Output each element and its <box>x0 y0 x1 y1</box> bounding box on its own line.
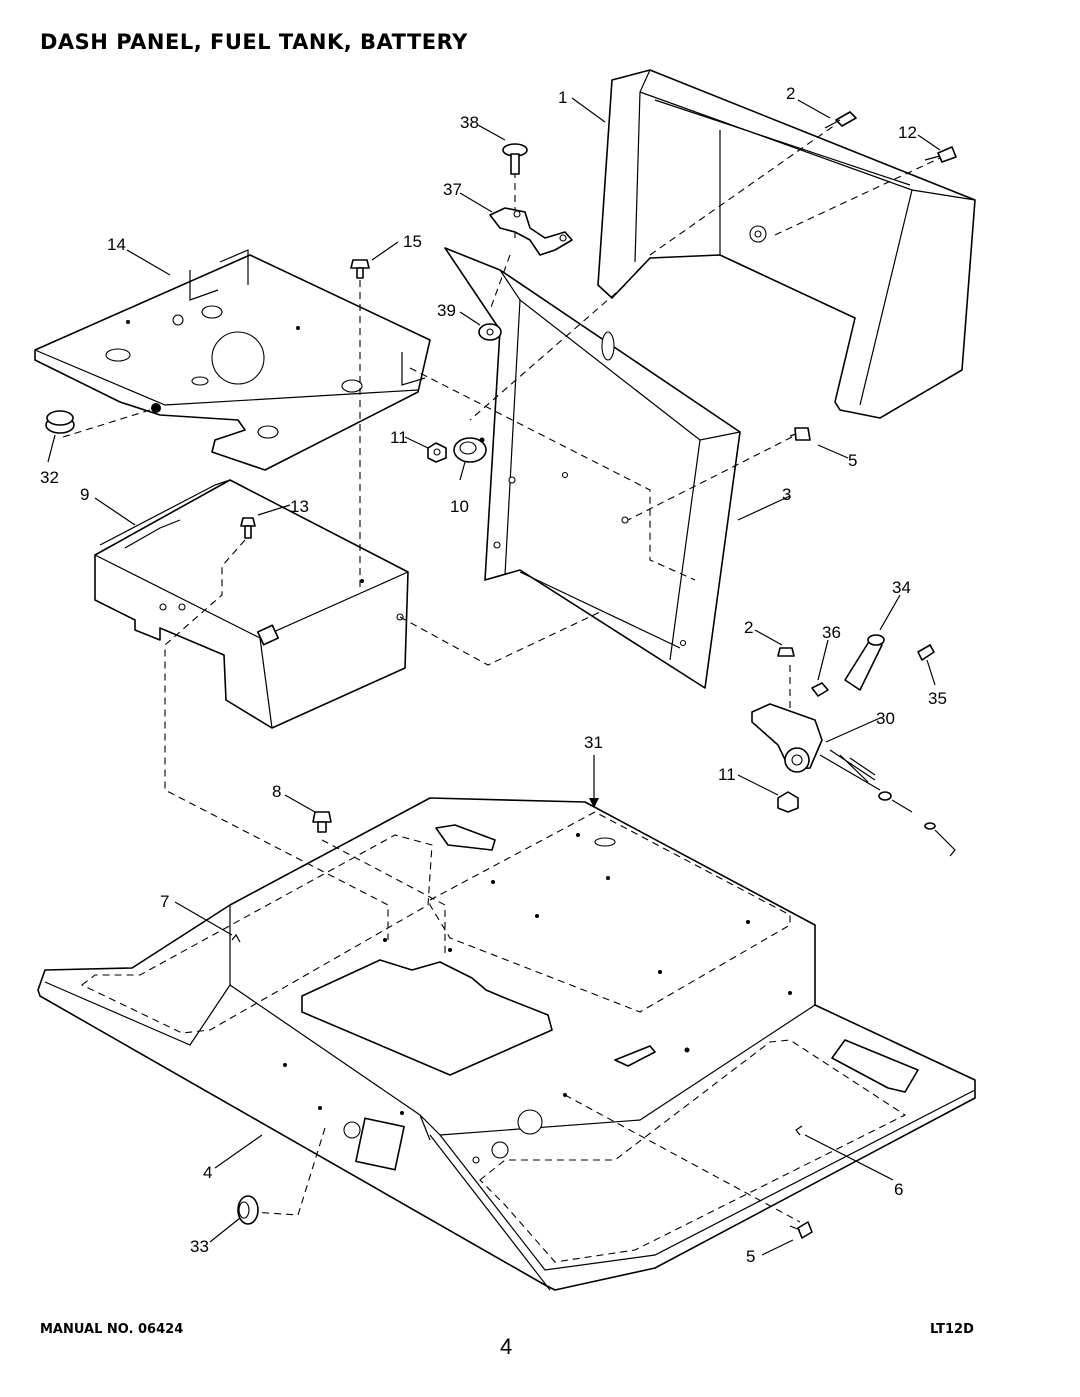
callout-11-lower: 11 <box>718 765 736 784</box>
callout-36: 36 <box>822 623 841 642</box>
page-number: 4 <box>500 1334 513 1359</box>
bolt-5-lower <box>789 1221 813 1239</box>
callout-5-upper: 5 <box>848 451 857 470</box>
callout-35: 35 <box>928 689 947 708</box>
callout-14: 14 <box>107 235 126 254</box>
callout-11-upper: 11 <box>390 428 408 447</box>
knob-38 <box>502 143 528 175</box>
callout-32: 32 <box>40 468 59 487</box>
callout-39: 39 <box>437 301 456 320</box>
callout-31: 31 <box>584 733 603 752</box>
callout-7: 7 <box>160 892 169 911</box>
frame-deck <box>37 797 976 1291</box>
callout-33: 33 <box>190 1237 209 1256</box>
screw-13 <box>240 517 256 539</box>
bracket-37 <box>489 207 573 256</box>
callout-38: 38 <box>460 113 479 132</box>
model-number: LT12D <box>930 1322 974 1337</box>
bolt-8 <box>312 811 332 833</box>
callout-2-top: 2 <box>786 84 795 103</box>
callout-12: 12 <box>898 123 917 142</box>
fuel-tank-shroud <box>597 69 976 419</box>
callout-37: 37 <box>443 180 462 199</box>
callout-30: 30 <box>876 709 895 728</box>
nut-39 <box>478 323 502 341</box>
grommet-32 <box>45 410 75 434</box>
callout-numbers: 1 2 12 38 37 14 15 39 11 10 5 32 9 13 3 … <box>40 84 947 1266</box>
battery-bracket <box>94 479 409 729</box>
callout-4: 4 <box>203 1163 212 1182</box>
manual-number: MANUAL NO. 06424 <box>40 1322 184 1337</box>
nut-11-upper <box>427 442 447 463</box>
grommet-33 <box>237 1195 259 1225</box>
fastener-bolt-12 <box>924 146 957 163</box>
callout-9: 9 <box>80 485 89 504</box>
callout-8: 8 <box>272 782 281 801</box>
battery-tray <box>34 249 431 471</box>
assembly-outlines <box>80 811 907 1263</box>
callout-15: 15 <box>403 232 422 251</box>
callout-leaders <box>47 97 941 1256</box>
callout-34: 34 <box>892 578 911 597</box>
assembly-guides <box>59 124 941 1223</box>
callout-6: 6 <box>894 1180 903 1199</box>
page-title: DASH PANEL, FUEL TANK, BATTERY <box>40 30 468 54</box>
callout-5-lower: 5 <box>746 1247 755 1266</box>
throttle-control-assembly <box>751 634 956 857</box>
callout-3: 3 <box>782 485 791 504</box>
callout-10: 10 <box>450 497 469 516</box>
dash-panel <box>444 247 741 689</box>
switch-10 <box>453 437 487 463</box>
callout-1: 1 <box>558 88 567 107</box>
screw-15 <box>350 259 370 279</box>
bolt-5-upper <box>789 427 811 441</box>
callout-2-throttle: 2 <box>744 618 753 637</box>
fastener-bolt-2-top <box>824 111 857 129</box>
callout-13: 13 <box>290 497 309 516</box>
